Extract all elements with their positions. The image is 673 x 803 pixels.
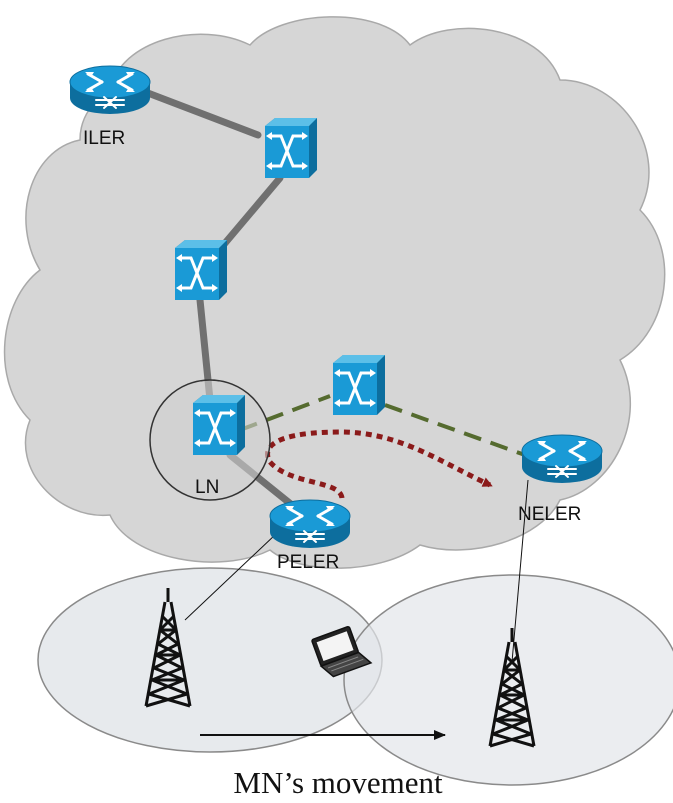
link-neler-tower-right [511,479,529,663]
link-iler-lsr-top [136,86,262,139]
router-icon [268,498,352,550]
laptop-icon [311,625,373,678]
peler-label: PELER [277,552,339,573]
handover-path-arrow [265,429,490,499]
iler-label: ILER [83,128,125,149]
neler-label: NELER [518,504,581,525]
dashed-link-lsr-right-neler [384,403,526,457]
router-icon [520,433,604,485]
switch-icon [173,238,229,302]
switch-icon [263,116,319,180]
link-peler-tower-left [184,533,277,621]
ln-label: LN [195,477,219,498]
switch-icon [331,353,387,417]
switch-icon [191,393,247,457]
movement-caption: MN’s movement [233,765,443,800]
router-icon [68,64,152,116]
